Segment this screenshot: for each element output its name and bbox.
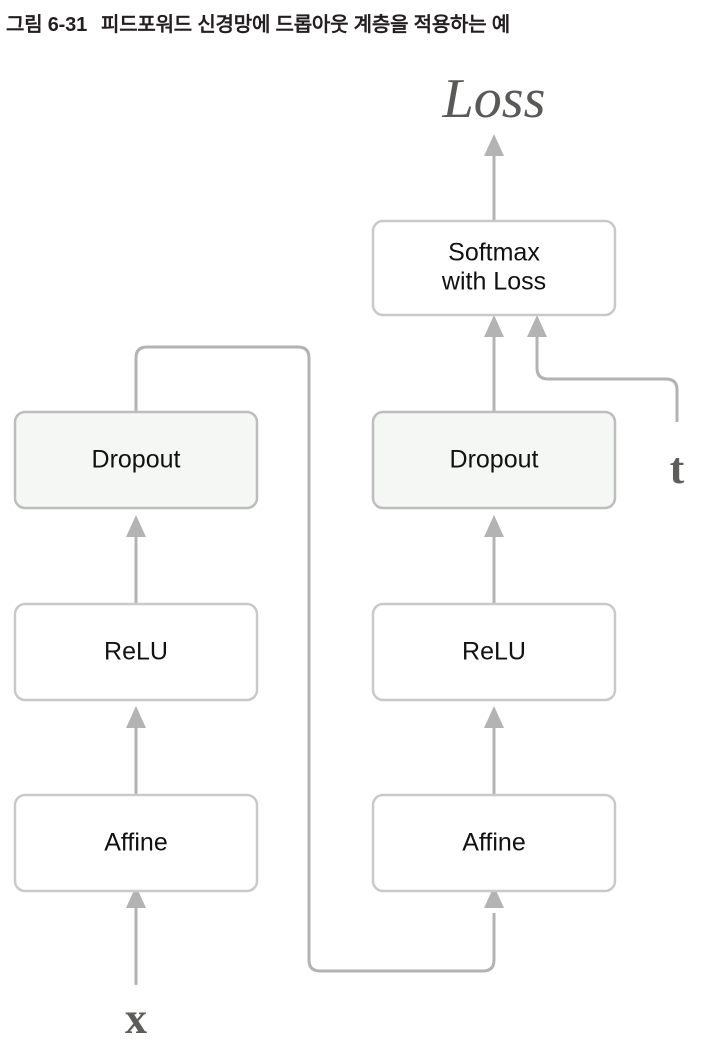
node-relu-right[interactable]: ReLU <box>371 602 617 702</box>
edge-softmax-to-loss <box>484 134 504 221</box>
node-softmax-with-loss[interactable]: Softmax with Loss <box>371 219 617 317</box>
loss-output-label: Loss <box>442 68 546 130</box>
node-dropout-right[interactable]: Dropout <box>371 410 617 510</box>
relu-left-label: ReLU <box>104 638 168 666</box>
softmax-with-loss-box[interactable] <box>371 219 617 317</box>
relu-left-box[interactable] <box>13 602 259 702</box>
affine-right-label: Affine <box>462 829 525 857</box>
relu-right-box[interactable] <box>371 602 617 702</box>
dropout-right-label: Dropout <box>450 446 539 474</box>
figure-caption: 그림 6-31 피드포워드 신경망에 드롭아웃 계층을 적용하는 예 <box>6 8 718 37</box>
dropout-left-box[interactable] <box>13 410 259 510</box>
affine-right-box[interactable] <box>371 793 617 893</box>
edge-affine-left-to-relu-left <box>126 706 146 795</box>
edge-x-to-affine-left <box>126 886 146 985</box>
affine-left-box[interactable] <box>13 793 259 893</box>
edge-dropout-left-to-affine-right <box>134 345 504 973</box>
node-affine-left[interactable]: Affine <box>13 793 259 893</box>
figure-caption-number: 그림 6-31 <box>6 14 87 36</box>
node-relu-left[interactable]: ReLU <box>13 602 259 702</box>
affine-left-label: Affine <box>104 829 167 857</box>
softmax-with-loss-label-line1: Softmax <box>448 239 540 267</box>
edge-affine-right-to-relu-right <box>484 706 504 795</box>
figure-caption-text: 피드포워드 신경망에 드롭아웃 계층을 적용하는 예 <box>101 14 510 36</box>
edge-relu-left-to-dropout-left <box>126 515 146 604</box>
input-x-label: x <box>125 994 147 1043</box>
relu-right-label: ReLU <box>462 638 526 666</box>
node-affine-right[interactable]: Affine <box>371 793 617 893</box>
dropout-right-box[interactable] <box>371 410 617 510</box>
node-dropout-left[interactable]: Dropout <box>13 410 259 510</box>
input-t-label: t <box>670 444 685 493</box>
dropout-left-label: Dropout <box>92 446 181 474</box>
softmax-with-loss-label-line2: with Loss <box>441 268 546 296</box>
edge-t-to-softmax <box>527 315 679 422</box>
edge-relu-right-to-dropout-right <box>484 515 504 604</box>
